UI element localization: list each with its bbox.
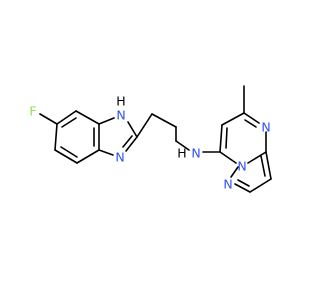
- bond-chain-2: [151, 113, 177, 128]
- structure-diagram: F N H N N H N N N: [29, 85, 272, 193]
- bond-c3a-c3-inner: [260, 155, 266, 177]
- bond-c3a-c3: [265, 151, 272, 180]
- bond-nh-c2im: [127, 121, 138, 138]
- bond-c7-c6-inner: [225, 127, 228, 149]
- bond-c3-c2: [249, 178, 272, 193]
- imidazole-nh-nitrogen-label: N: [116, 108, 125, 123]
- bond-c1-f: [39, 113, 58, 125]
- amine-nitrogen-label: N: [191, 146, 200, 161]
- bond-c5-n4-inner: [244, 119, 257, 128]
- bond-c7-c6: [219, 124, 223, 153]
- bond-n8-c7: [219, 151, 237, 164]
- bond-c3-nh: [98, 117, 115, 125]
- bond-c1-c2: [56, 110, 77, 125]
- bond-n-c4: [98, 149, 114, 156]
- bond-c3a-n8: [247, 151, 267, 164]
- bond-n1-n8: [230, 166, 239, 178]
- bond-chain-1: [136, 113, 153, 138]
- bond-c2im-n: [125, 136, 138, 152]
- bond-c2-c3: [75, 110, 100, 125]
- bond-c5-c6: [54, 149, 78, 164]
- bond-c5-n4: [243, 112, 260, 124]
- atom-labels: F N H N N H N N N: [29, 94, 270, 192]
- bond-chain-n: [175, 140, 190, 151]
- bond-c2-n1: [234, 183, 251, 193]
- bond-c5-c6-inner: [60, 146, 78, 158]
- bond-c4-c5: [76, 149, 100, 164]
- bonds: [39, 85, 272, 193]
- bond-c2-n1-inner: [237, 179, 250, 187]
- amine-hydrogen-label: H: [177, 146, 186, 161]
- pyrazole-nitrogen-label: N: [223, 177, 232, 192]
- pyrimidine-nitrogen-label: N: [261, 120, 270, 135]
- bridgehead-nitrogen-label: N: [237, 159, 246, 174]
- bond-c6-c5: [221, 112, 245, 126]
- imidazole-nitrogen-label: N: [115, 150, 124, 165]
- bond-c2im-n-inner: [122, 135, 133, 148]
- bond-c6-c1: [54, 123, 58, 151]
- bond-c1-c2-inner: [61, 117, 77, 128]
- molecule-canvas: F N H N N H N N N: [29, 85, 272, 193]
- imidazole-nh-hydrogen-label: H: [116, 94, 125, 109]
- fluorine-label: F: [29, 104, 36, 119]
